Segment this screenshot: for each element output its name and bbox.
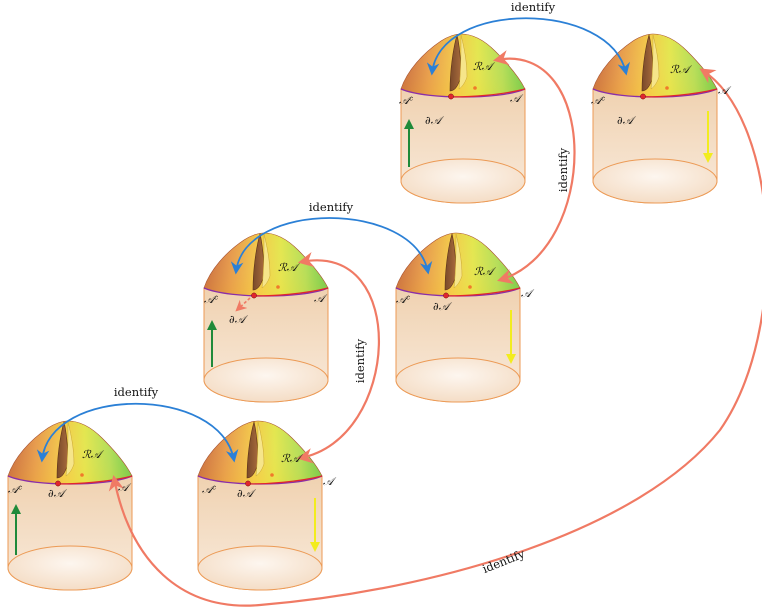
identify-arrow-top [426, 17, 630, 76]
complement-label: 𝒜ᶜ [591, 94, 605, 107]
sheet-mid-left [203, 232, 329, 403]
sheet-bottom-left [7, 420, 133, 591]
complement-label: 𝒜ᶜ [204, 293, 218, 306]
surface-label: ℛ𝒜 [281, 452, 304, 465]
region-label: 𝒜 [718, 84, 732, 97]
complement-label: 𝒜ᶜ [202, 483, 216, 496]
boundary-label: ∂𝒜 [48, 487, 68, 500]
surface-label: ℛ𝒜 [473, 60, 496, 73]
surface-label: ℛ𝒜 [82, 448, 105, 461]
sheet-bottom-right [197, 420, 323, 591]
boundary-label: ∂𝒜 [229, 313, 249, 326]
sheet-top-right [592, 33, 718, 204]
complement-label: 𝒜ᶜ [399, 94, 413, 107]
complement-label: 𝒜ᶜ [8, 483, 22, 496]
identify-label-bottom: identify [114, 385, 159, 399]
boundary-label: ∂𝒜 [425, 114, 445, 127]
boundary-label: ∂𝒜 [433, 300, 453, 313]
sheet-mid-right [395, 232, 521, 403]
boundary-label: ∂𝒜 [237, 487, 257, 500]
region-label: 𝒜 [323, 475, 337, 488]
identify-label-top: identify [511, 0, 556, 14]
identify-label-salmon-2: identify [353, 338, 367, 383]
complement-label: 𝒜ᶜ [396, 293, 410, 306]
identify-label-middle: identify [309, 200, 354, 214]
boundary-label: ∂𝒜 [617, 114, 637, 127]
surface-label: ℛ𝒜 [474, 265, 497, 278]
identify-label-salmon-3: identify [480, 546, 527, 576]
identify-arrow-salmon-3 [108, 68, 762, 607]
surface-label: ℛ𝒜 [670, 63, 693, 76]
identify-label-salmon-1: identify [556, 147, 570, 192]
surface-label: ℛ𝒜 [278, 261, 301, 274]
region-label: 𝒜 [521, 287, 535, 300]
